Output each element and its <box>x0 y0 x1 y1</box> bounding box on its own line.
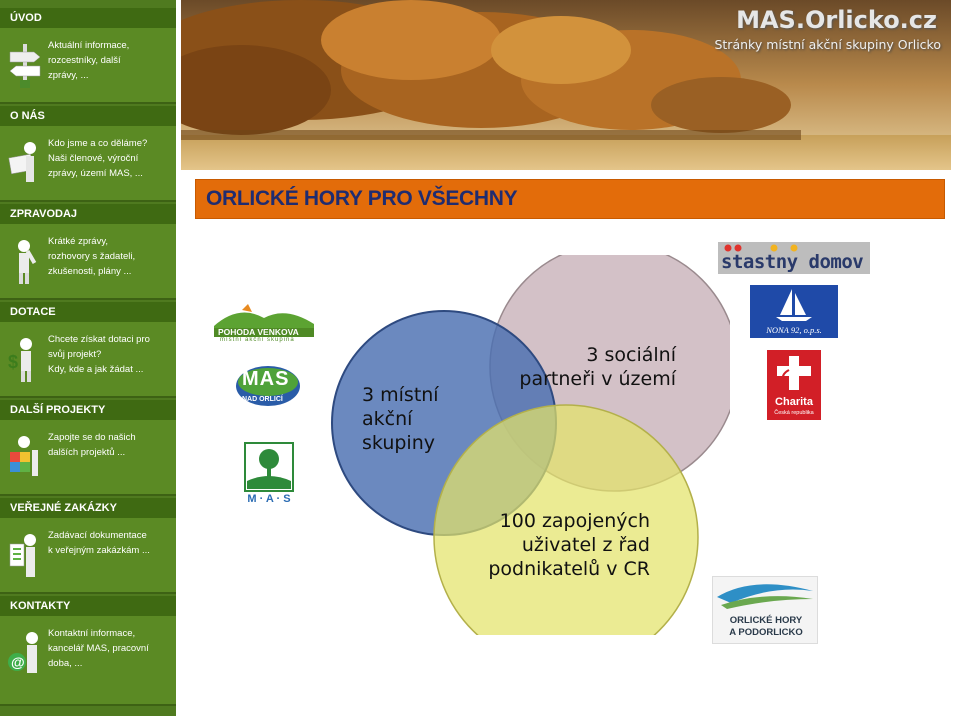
slide-title: ORLICKÉ HORY PRO VŠECHNY <box>206 187 518 210</box>
logo-nona-92: NONA 92, o.p.s. <box>750 285 838 338</box>
logo-orlicke-hory-podorlicko: ORLICKÉ HORY A PODORLICKO <box>712 576 818 644</box>
mas-logo-subtext: NAD ORLICÍ <box>242 396 283 403</box>
nav-line: rozhovory s žadateli, <box>48 251 136 262</box>
nav-description: Chcete získat dotaci pro svůj projekt? K… <box>48 332 172 377</box>
nav-line: svůj projekt? <box>48 349 102 360</box>
document-figure-icon <box>9 534 36 577</box>
nav-description: Kontaktní informace, kancelář MAS, praco… <box>48 626 172 671</box>
nav-line: Zadávací dokumentace <box>48 530 147 541</box>
mas-tree-logo-text: M · A · S <box>247 493 291 505</box>
charita-subtext: Česká republika <box>774 410 814 416</box>
nav-section-verejne-zakazky[interactable]: VEŘEJNÉ ZAKÁZKY Zadávací dokumentace k v… <box>0 498 176 594</box>
landscape-photo <box>181 0 951 170</box>
nav-title: VEŘEJNÉ ZAKÁZKY <box>0 498 176 518</box>
nav-line: Kdo jsme a co děláme? <box>48 138 148 149</box>
slide-title-bar: ORLICKÉ HORY PRO VŠECHNY <box>195 179 945 219</box>
venn-label-bottom: 100 zapojených uživatel z řad podnikatel… <box>480 509 650 581</box>
logo-pohoda-venkova: POHODA VENKOVA místní akční skupina <box>214 302 314 346</box>
nav-title: DOTACE <box>0 302 176 322</box>
nav-line: k veřejným zakázkám ... <box>48 545 150 556</box>
venn-line: uživatel z řad <box>521 534 650 556</box>
nav-description: Krátké zprávy, rozhovory s žadateli, zku… <box>48 234 172 279</box>
nav-section-uvod[interactable]: ÚVOD Aktuální informace, rozcestníky, da… <box>0 8 176 104</box>
sidebar: ÚVOD Aktuální informace, rozcestníky, da… <box>0 0 176 716</box>
nav-title: KONTAKTY <box>0 596 176 616</box>
venn-line: 3 sociální <box>586 344 676 366</box>
nav-line: zprávy, ... <box>48 70 89 81</box>
mas-nad-orlici-logo-icon <box>236 366 300 406</box>
nav-line: Zapojte se do našich <box>48 432 136 443</box>
nav-line: rozcestníky, další <box>48 55 121 66</box>
charita-cross-icon <box>777 356 811 390</box>
sailboat-icon <box>776 289 812 321</box>
logo-charita: Charita Česká republika <box>767 350 821 420</box>
venn-diagram: 3 místní akční skupiny 3 sociální partne… <box>310 242 739 670</box>
logo-mas-nad-orlici: MAS NAD ORLICÍ <box>236 364 300 410</box>
venn-line: podnikatelů v CR <box>488 558 650 580</box>
nav-section-zpravodaj[interactable]: ZPRAVODAJ Krátké zprávy, rozhovory s žad… <box>0 204 176 300</box>
figure-reading-icon <box>8 142 36 182</box>
orlicke-line-1: ORLICKÉ HORY <box>729 615 803 626</box>
nav-section-kontakty[interactable]: KONTAKTY @ Kontaktní informace, kancelář… <box>0 596 176 706</box>
nav-title: DALŠÍ PROJEKTY <box>0 400 176 420</box>
nav-line: Naši členové, výroční <box>48 153 139 164</box>
charita-text: Charita <box>775 396 813 408</box>
venn-line: akční <box>362 408 413 430</box>
venn-line: 100 zapojených <box>499 510 650 532</box>
svg-text:@: @ <box>11 654 25 670</box>
nav-line: Kontaktní informace, <box>48 628 136 639</box>
signpost-icon <box>9 44 41 88</box>
nav-description: Zapojte se do našich dalších projektů ..… <box>48 430 172 460</box>
logo-mas-tree: M · A · S <box>243 441 295 507</box>
orlicke-hory-swoosh-icon <box>717 584 813 609</box>
venn-label-left: 3 místní akční skupiny <box>362 383 439 455</box>
pohoda-subtitle: místní akční skupina <box>220 337 295 343</box>
nav-title: O NÁS <box>0 106 176 126</box>
figure-waving-icon <box>18 240 37 284</box>
nav-section-dalsi-projekty[interactable]: DALŠÍ PROJEKTY Zapojte se do našich dalš… <box>0 400 176 496</box>
header-banner: MAS.Orlicko.cz Stránky místní akční skup… <box>181 0 951 170</box>
nav-line: doba, ... <box>48 658 83 669</box>
venn-line: skupiny <box>362 432 435 454</box>
nav-title: ZPRAVODAJ <box>0 204 176 224</box>
nav-line: Krátké zprávy, <box>48 236 109 247</box>
nav-line: Aktuální informace, <box>48 40 130 51</box>
nav-section-dotace[interactable]: DOTACE $ Chcete získat dotaci pro svůj p… <box>0 302 176 398</box>
svg-text:$: $ <box>8 352 18 372</box>
nav-line: kancelář MAS, pracovní <box>48 643 149 654</box>
nav-description: Kdo jsme a co děláme? Naši členové, výro… <box>48 136 172 181</box>
venn-circles <box>331 242 739 670</box>
site-brand[interactable]: MAS.Orlicko.cz <box>736 6 937 34</box>
nav-description: Aktuální informace, rozcestníky, další z… <box>48 38 172 83</box>
nav-line: zkušenosti, plány ... <box>48 266 132 277</box>
nona-text: NONA 92, o.p.s. <box>766 325 822 335</box>
stastny-domov-text: stastny domov <box>721 251 864 273</box>
nav-line: zprávy, území MAS, ... <box>48 168 143 179</box>
nav-line: Chcete získat dotaci pro <box>48 334 150 345</box>
puzzle-figure-icon <box>10 436 38 476</box>
mas-logo-text: MAS <box>242 368 290 390</box>
nav-line: Kdy, kde a jak žádat ... <box>48 364 144 375</box>
site-subtitle: Stránky místní akční skupiny Orlicko <box>714 37 941 52</box>
venn-line: 3 místní <box>362 384 439 406</box>
pohoda-venkova-logo-icon <box>214 304 314 337</box>
colored-dots-icon <box>724 244 798 252</box>
pohoda-title: POHODA VENKOVA <box>218 327 299 337</box>
nav-line: dalších projektů ... <box>48 447 126 458</box>
money-figure-icon: $ <box>8 338 32 382</box>
tree-logo-icon <box>244 442 294 492</box>
venn-line: partneři v území <box>519 368 676 390</box>
nav-section-o-nas[interactable]: O NÁS Kdo jsme a co děláme? Naši členové… <box>0 106 176 202</box>
venn-label-right: 3 sociální partneři v území <box>516 343 676 391</box>
orlicke-line-2: A PODORLICKO <box>729 627 803 638</box>
at-sign-figure-icon: @ <box>8 632 38 673</box>
nav-description: Zadávací dokumentace k veřejným zakázkám… <box>48 528 172 558</box>
nav-title: ÚVOD <box>0 8 176 28</box>
logo-stastny-domov: stastny domov <box>718 242 870 274</box>
